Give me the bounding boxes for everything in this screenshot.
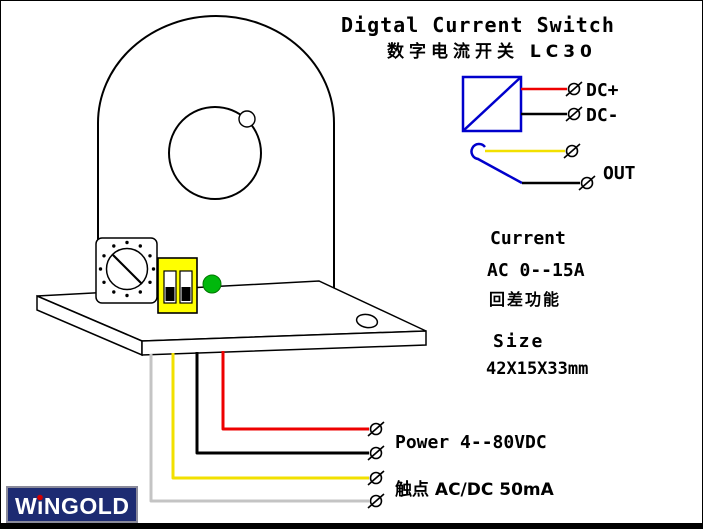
wire-red [221, 351, 369, 431]
adjustment-dial [95, 237, 158, 304]
output-schematic: OUT [470, 142, 636, 191]
sensor-aperture [168, 106, 262, 200]
terminal-power-positive-icon [367, 421, 385, 437]
dc-minus-label: DC- [586, 105, 619, 126]
terminal-dc-plus-icon [565, 81, 583, 97]
dial-scale-dots [98, 240, 156, 298]
wire-black [195, 352, 369, 455]
bracket-front-face [141, 330, 427, 356]
power-schematic: DC+ DC- [461, 75, 619, 133]
aperture-notch [238, 110, 256, 128]
isolator-diagonal [462, 76, 522, 132]
power-rating-label: Power 4--80VDC [395, 432, 547, 453]
contact-rating-label: 触点 AC/DC 50mA [394, 479, 555, 500]
terminal-out-yellow-icon [563, 143, 581, 159]
dip-toggle-2 [181, 287, 191, 301]
spec-size-value: 42X15X33mm [486, 359, 588, 379]
spec-hysteresis: 回差功能 [489, 290, 561, 309]
output-wires [149, 351, 369, 503]
specs-block: Current AC 0--15A 回差功能 Size 42X15X33mm [486, 228, 588, 379]
wire-yellow [171, 353, 369, 480]
mounting-hole [355, 313, 379, 329]
spec-current-range: AC 0--15A [487, 260, 585, 281]
dip-switch [157, 257, 198, 314]
terminal-out-black-icon [578, 175, 596, 191]
brand-logo-dot [37, 494, 43, 501]
terminal-contact-b-icon [367, 493, 385, 509]
terminal-contact-a-icon [367, 470, 385, 486]
status-led [202, 274, 222, 294]
sensor-body [97, 15, 335, 314]
brand-logo: WiNGOLD [6, 486, 138, 523]
dc-plus-label: DC+ [586, 80, 619, 101]
wire-white [149, 354, 369, 503]
page-subtitle: 数字电流开关 LC30 [387, 41, 597, 62]
page-title: Digtal Current Switch [341, 13, 615, 37]
terminal-power-negative-icon [367, 445, 385, 461]
bottom-border-bar [1, 523, 702, 528]
terminal-dc-minus-icon [565, 106, 583, 122]
dip-toggle-1 [165, 287, 175, 301]
brand-logo-text: WiNGOLD [15, 493, 129, 519]
spec-size-label: Size [493, 331, 544, 352]
switch-contact-hook [470, 142, 486, 161]
switch-lever [477, 157, 523, 185]
out-label: OUT [603, 163, 636, 184]
dial-slot [112, 254, 143, 285]
spec-current-label: Current [490, 228, 566, 249]
